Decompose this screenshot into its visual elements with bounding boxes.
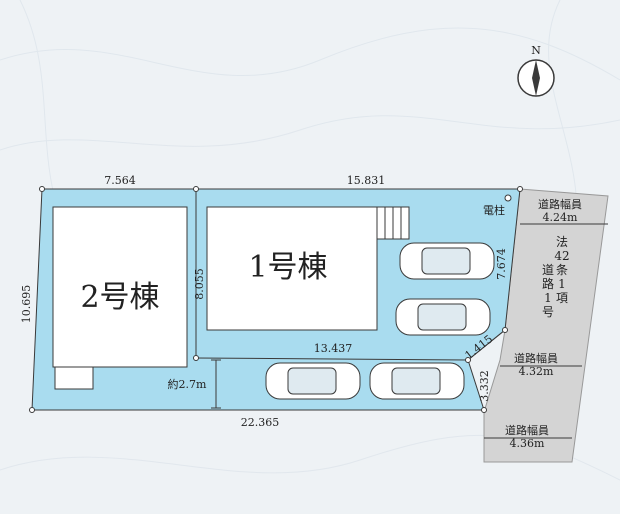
dim-east-lower: 3.332 — [478, 370, 491, 402]
car-2 — [395, 298, 491, 336]
dim-bottom: 22.365 — [241, 416, 280, 429]
compass-north-label: N — [531, 44, 541, 57]
building-2-porch — [54, 366, 94, 390]
dim-left-side: 10.695 — [20, 285, 33, 324]
dim-top-left: 7.564 — [104, 174, 136, 187]
legal-road-char: 号 — [542, 305, 554, 319]
road-lower-value: 4.36m — [510, 437, 545, 450]
utility-pole-label: 電柱 — [483, 203, 505, 217]
legal-road-char: 1 — [558, 277, 566, 291]
legal-road-char: 路 — [542, 276, 554, 291]
survey-points — [29, 186, 523, 413]
road-middle-title: 道路幅員 — [514, 351, 558, 365]
legal-road-char: 条 — [556, 263, 568, 277]
building-1-steps — [384, 207, 402, 239]
car-4 — [369, 362, 465, 400]
diagonal-line — [467, 329, 506, 361]
road-upper-title: 道路幅員 — [538, 197, 582, 211]
dim-driveway-width: 約2.7m — [168, 377, 207, 391]
dim-top-right: 15.831 — [347, 174, 386, 187]
road — [483, 188, 609, 463]
dim-divider-vertical: 8.055 — [193, 268, 206, 300]
legal-road-char: 1 — [544, 291, 552, 305]
legal-road-char: 項 — [556, 291, 568, 305]
compass-icon — [517, 59, 555, 97]
road-width-arrows — [484, 223, 608, 439]
building-1 — [206, 206, 378, 331]
road-lower-title: 道路幅員 — [505, 423, 549, 437]
background-texture — [0, 0, 620, 481]
building-2-label: 2号棟 — [80, 280, 159, 315]
legal-road-char: 法 — [556, 235, 568, 249]
road-middle-value: 4.32m — [519, 365, 554, 378]
building-1-label: 1号棟 — [248, 250, 327, 285]
legal-road-char: 道 — [542, 263, 554, 277]
road-upper-value: 4.24m — [543, 211, 578, 224]
car-3 — [265, 362, 361, 400]
utility-pole-icon — [504, 194, 512, 202]
legal-road-char: 42 — [554, 249, 569, 263]
divider-horizontal-line — [195, 357, 469, 361]
driveway-width-marker — [211, 359, 221, 409]
car-1 — [399, 242, 495, 280]
dim-east-side: 7.674 — [495, 248, 508, 280]
building-2 — [52, 206, 188, 368]
dim-divider-horizontal: 13.437 — [314, 342, 353, 355]
